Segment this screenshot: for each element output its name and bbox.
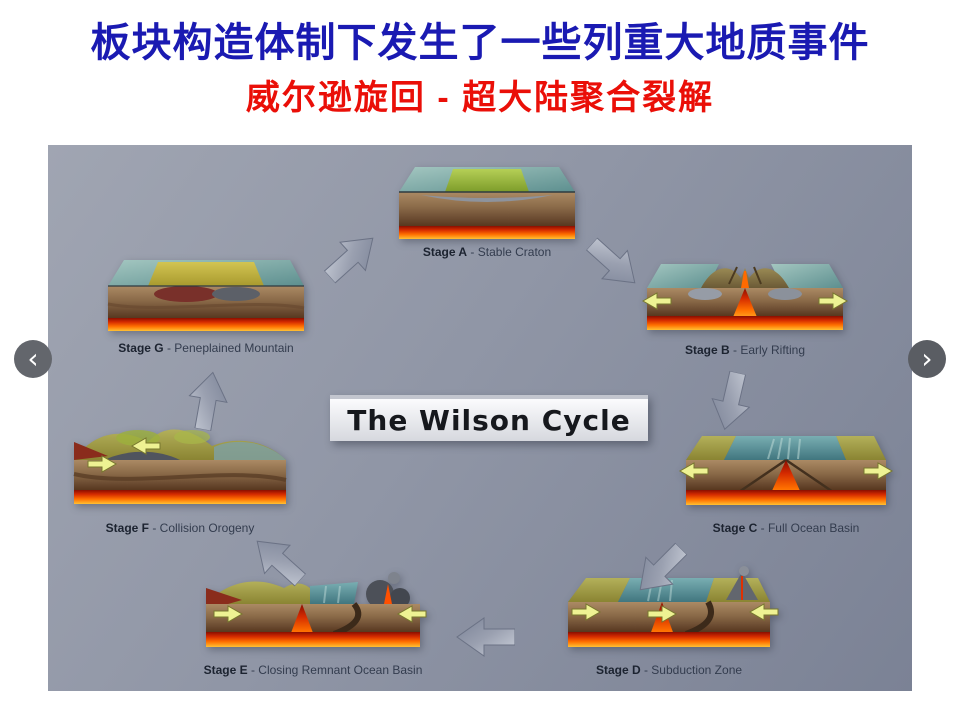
stage-g-block-diagram <box>107 260 305 331</box>
stage-a-name: Stage A <box>422 245 468 259</box>
cycle-arrow-a-to-b-icon <box>576 227 651 301</box>
stage-d-desc: - Subduction Zone <box>640 663 743 677</box>
convergence-arrow-left-icon <box>571 603 602 621</box>
slide-title: 板块构造体制下发生了一些列重大地质事件 <box>90 21 870 65</box>
divergence-arrow-left-icon <box>641 292 672 310</box>
divergence-arrow-right-icon <box>863 462 894 480</box>
stage-e-block-diagram <box>206 572 427 647</box>
chevron-right-icon: › <box>921 342 933 375</box>
slide-subtitle: 威尔逊旋回 - 超大陆聚合裂解 <box>245 79 715 117</box>
stage-c-name: Stage C <box>712 521 758 535</box>
stage-b-illustration: Stage B - Early Rifting <box>641 254 849 357</box>
stage-a-label: Stage A - Stable Craton <box>393 245 581 259</box>
cycle-arrow-c-to-d-icon <box>623 533 698 608</box>
stage-g-desc: - Peneplained Mountain <box>163 341 294 355</box>
convergence-arrow-right-icon <box>396 605 427 623</box>
stage-c-block-diagram <box>678 436 894 505</box>
stage-c-desc: - Full Ocean Basin <box>757 521 860 535</box>
stage-f-desc: - Collision Orogeny <box>148 521 255 535</box>
stage-e-name: Stage E <box>203 663 248 677</box>
stage-d-block-diagram <box>568 566 779 647</box>
stage-f-block-diagram <box>73 429 287 504</box>
stage-g-illustration: Stage G - Peneplained Mountain <box>100 254 312 355</box>
stage-a-desc: - Stable Craton <box>467 245 552 259</box>
divergence-arrow-left-icon <box>678 462 709 480</box>
cycle-arrow-f-to-g-icon <box>180 366 236 433</box>
cycle-arrow-e-to-f-icon <box>240 523 315 597</box>
cycle-arrow-b-to-c-icon <box>702 368 760 437</box>
stage-e-label: Stage E - Closing Remnant Ocean Basin <box>198 663 428 677</box>
carousel-prev-button[interactable]: ‹ <box>14 340 52 378</box>
diagram-title: The Wilson Cycle <box>347 403 631 437</box>
convergence-arrow-right-icon <box>748 603 779 621</box>
stage-e-illustration: Stage E - Closing Remnant Ocean Basin <box>198 564 428 677</box>
carousel-next-button[interactable]: › <box>908 340 946 378</box>
stage-b-label: Stage B - Early Rifting <box>641 343 849 357</box>
stage-d-name: Stage D <box>595 663 641 677</box>
stage-a-illustration: Stage A - Stable Craton <box>393 162 581 259</box>
stage-c-illustration: Stage C - Full Ocean Basin <box>678 424 894 535</box>
chevron-left-icon: ‹ <box>27 342 39 375</box>
stage-e-desc: - Closing Remnant Ocean Basin <box>247 663 423 677</box>
stage-f-illustration: Stage F - Collision Orogeny <box>64 418 296 535</box>
stage-a-block-diagram <box>399 167 575 239</box>
convergence-arrow-upper-icon <box>130 437 161 455</box>
convergence-arrow-left-icon <box>213 605 244 623</box>
stage-c-label: Stage C - Full Ocean Basin <box>678 521 894 535</box>
stage-f-label: Stage F - Collision Orogeny <box>64 521 296 535</box>
stage-b-desc: - Early Rifting <box>729 343 806 357</box>
stage-b-block-diagram <box>641 264 849 330</box>
stage-d-label: Stage D - Subduction Zone <box>558 663 780 677</box>
diagram-title-banner: The Wilson Cycle <box>330 395 648 441</box>
convergence-arrow-lower-icon <box>87 455 118 473</box>
stage-b-name: Stage B <box>684 343 730 357</box>
stage-g-label: Stage G - Peneplained Mountain <box>100 341 312 355</box>
convergence-arrow-center-icon <box>647 605 678 623</box>
stage-g-name: Stage G <box>118 341 164 355</box>
stage-f-name: Stage F <box>105 521 149 535</box>
stage-d-illustration: Stage D - Subduction Zone <box>558 564 780 677</box>
wilson-cycle-figure: The Wilson Cycle Stage A - Stable Craton <box>48 145 912 691</box>
cycle-arrow-g-to-a-icon <box>314 220 389 294</box>
cycle-arrow-d-to-e-icon <box>455 614 515 660</box>
divergence-arrow-right-icon <box>818 292 849 310</box>
